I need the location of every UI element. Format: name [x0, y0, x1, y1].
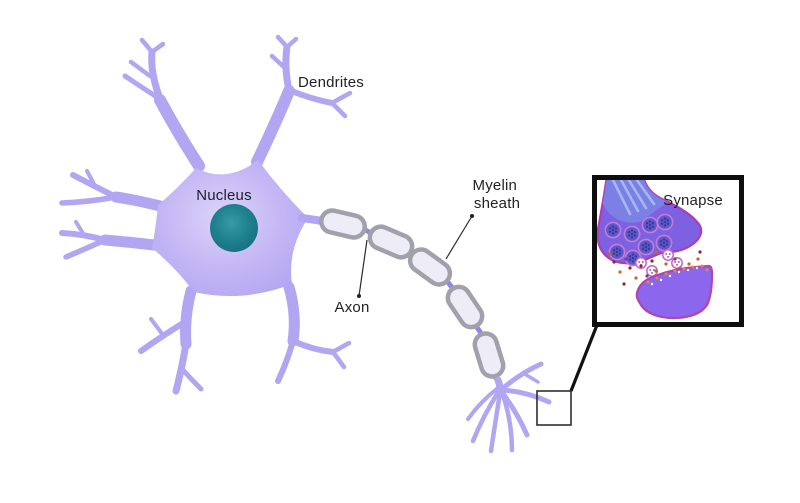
dendrites — [59, 34, 353, 395]
synapse-inset: Synapse — [592, 175, 744, 327]
myelin-segment — [319, 208, 367, 239]
axon-terminal — [466, 361, 552, 454]
microtubule-streaks — [611, 180, 656, 216]
dendrite-left-upper — [59, 169, 166, 212]
myelin-pointer — [445, 214, 474, 260]
myelin-sheath-label: Myelin sheath — [473, 177, 522, 212]
myelin-pointer-dot — [470, 214, 474, 218]
axon-pointer — [357, 239, 368, 298]
postsynaptic-membrane — [635, 264, 714, 320]
myelin-segment — [406, 245, 455, 289]
dendrite-bottom-left — [138, 285, 204, 395]
receptor-dots — [646, 264, 709, 286]
myelin-sheath — [319, 208, 506, 379]
dendrite-top-right — [251, 34, 353, 168]
synapse-label: Synapse — [663, 192, 723, 209]
magnifier-square — [536, 390, 572, 426]
dendrite-top-left — [122, 37, 205, 172]
axon-pointer-dot — [357, 294, 361, 298]
axon-label: Axon — [335, 299, 370, 316]
myelin-segment — [444, 283, 487, 332]
myelin-segment — [366, 223, 415, 260]
dendrite-bottom-right — [275, 281, 352, 384]
inset-connector-line — [569, 324, 599, 392]
nucleus-label: Nucleus — [196, 187, 252, 204]
nucleus — [210, 204, 258, 252]
dendrites-label: Dendrites — [298, 74, 364, 91]
myelin-segment — [472, 331, 506, 380]
inset-border — [592, 175, 744, 327]
dendrite-left-lower — [59, 220, 160, 260]
